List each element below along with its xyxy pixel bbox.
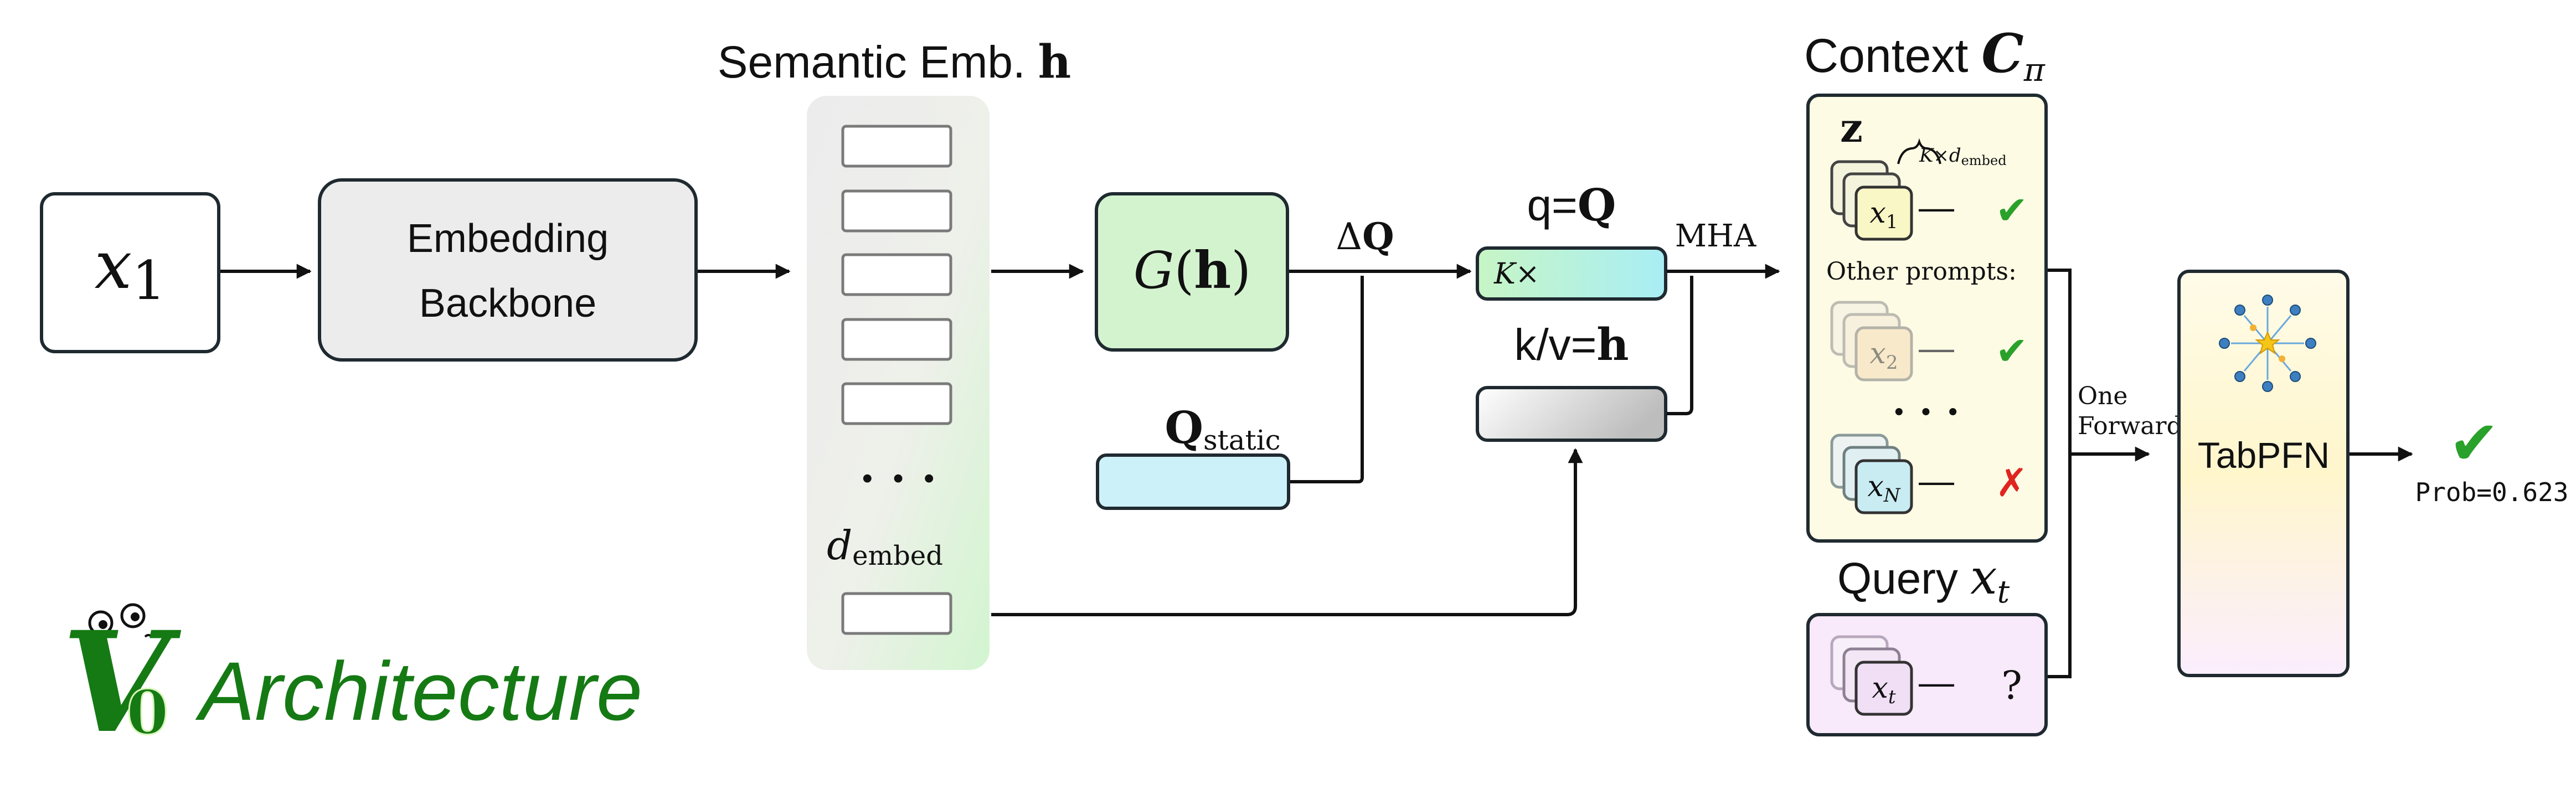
g-function-box xyxy=(1095,192,1289,352)
mha-label: MHA xyxy=(1675,218,1756,254)
tabpfn-label: TabPFN xyxy=(2198,435,2330,476)
one-forward-line1: One xyxy=(2078,382,2127,410)
embedding-backbone-box xyxy=(318,178,698,362)
q-box xyxy=(1476,246,1667,301)
context-item-label: x1 xyxy=(1870,197,1898,233)
embedding-slots xyxy=(841,125,952,635)
embedding-slot xyxy=(841,253,952,296)
connector-kv-mha xyxy=(1667,276,1693,415)
connector-context-query xyxy=(2048,269,2072,678)
context-title: Context Cπ xyxy=(1804,22,2046,89)
embedding-slot xyxy=(841,318,952,361)
logo-letter: V xyxy=(62,601,182,764)
input-box xyxy=(40,192,220,353)
q-static-box xyxy=(1096,453,1290,510)
input-label: x1 xyxy=(95,227,166,312)
embedding-slot xyxy=(841,592,952,635)
check-icon: ✔ xyxy=(1996,329,2028,373)
context-z-label: z xyxy=(1840,104,1863,151)
brace-label: K×dembed xyxy=(1919,145,2007,168)
q-label: q=Q xyxy=(1527,179,1616,231)
context-item-dash: — xyxy=(1919,328,1954,368)
embedding-slot xyxy=(841,125,952,168)
probability-output: Prob=0.623 xyxy=(2415,477,2569,507)
context-ellipsis: · · · xyxy=(1892,389,1960,435)
context-item-x2: x2 xyxy=(1830,301,1913,381)
embedding-slot xyxy=(841,189,952,233)
kv-label: k/v=h xyxy=(1514,318,1629,370)
cross-icon: ✗ xyxy=(1996,461,2028,504)
query-title: Query xt xyxy=(1837,550,2010,610)
logo-word: Architecture xyxy=(195,645,642,738)
brace-icon xyxy=(1897,138,1941,164)
context-item-label: xN xyxy=(1867,470,1900,507)
network-icon xyxy=(2219,295,2316,392)
eyes-icon xyxy=(87,603,153,643)
embedding-slot xyxy=(841,382,952,425)
kv-box xyxy=(1476,386,1667,442)
embedding-dimension-label: dembed xyxy=(827,522,943,571)
context-item-dash: — xyxy=(1919,461,1954,501)
embedding-ellipsis: · · · xyxy=(859,452,936,504)
q-box-label: K× xyxy=(1493,257,1539,291)
backbone-label-line1: Embedding xyxy=(407,216,609,261)
context-item-label: x2 xyxy=(1870,337,1898,374)
other-prompts-label: Other prompts: xyxy=(1826,257,2017,286)
g-function-label: G(h) xyxy=(1134,240,1251,300)
question-mark-icon: ? xyxy=(2001,663,2022,708)
connector-qstatic-merge xyxy=(1290,276,1364,483)
q-static-label: Qstatic xyxy=(1165,401,1280,456)
query-item-dash: — xyxy=(1919,662,1954,702)
logo-subscript: 0 xyxy=(126,677,169,748)
context-item-x1: x1 — ✔ xyxy=(1830,160,2028,241)
context-item-dash: — xyxy=(1919,187,1954,227)
check-icon: ✔ xyxy=(2449,409,2500,477)
query-item-label: xt xyxy=(1872,672,1896,708)
arrow-embedding-kv xyxy=(991,448,1583,616)
context-item-xN: xN — ✗ xyxy=(1830,434,2028,514)
query-item: xt — ? xyxy=(1830,635,2022,716)
delta-q-label: ΔQ xyxy=(1336,215,1394,258)
v0-logo: V 0 Architecture xyxy=(62,601,642,764)
tabpfn-box xyxy=(2177,270,2350,677)
check-icon: ✔ xyxy=(1996,189,2028,232)
backbone-label-line2: Backbone xyxy=(419,281,596,326)
one-forward-line2: Forward xyxy=(2078,412,2182,440)
semantic-emb-title: Semantic Emb. h xyxy=(718,35,1071,89)
